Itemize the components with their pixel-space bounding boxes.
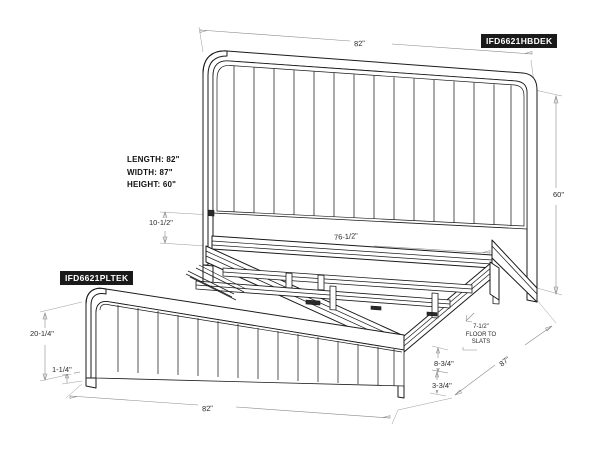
dimension-footboard-width: 82" bbox=[199, 403, 216, 414]
dimension-headboard-width: 82" bbox=[351, 38, 368, 49]
headboard bbox=[202, 50, 538, 303]
dimension-leg-height: 3-3/4" bbox=[430, 381, 454, 390]
spec-block: LENGTH: 82" WIDTH: 87" HEIGHT: 60" bbox=[127, 154, 180, 192]
part-tag-headboard: IFD6621HBDEK bbox=[481, 34, 558, 48]
floor-to-slats-value: 7-1/2" bbox=[473, 324, 489, 330]
spec-length: LENGTH: 82" bbox=[127, 155, 180, 164]
spec-width: WIDTH: 87" bbox=[127, 167, 173, 177]
dimension-overall-height: 60" bbox=[551, 190, 567, 199]
dimension-floor-to-slats: 7-1/2" FLOOR TO SLATS bbox=[460, 324, 502, 347]
footboard bbox=[85, 287, 405, 399]
dimension-rail-height: 8-3/4" bbox=[432, 359, 456, 368]
floor-to-slats-note-2: SLATS bbox=[471, 339, 491, 345]
floor-to-slats-note-1: FLOOR TO bbox=[465, 331, 497, 338]
platform-frame bbox=[185, 209, 538, 353]
dimension-headboard-to-rail: 10-1/2" bbox=[147, 218, 175, 227]
dimension-foot-clearance: 1-1/4" bbox=[50, 365, 74, 374]
spec-height: HEIGHT: 60" bbox=[127, 180, 177, 189]
dimension-inner-mattress-width: 76-1/2" bbox=[331, 231, 361, 242]
part-tag-platform: IFD6621PLTEK bbox=[60, 271, 134, 285]
dimension-footboard-height: 20-1/4" bbox=[28, 329, 56, 338]
